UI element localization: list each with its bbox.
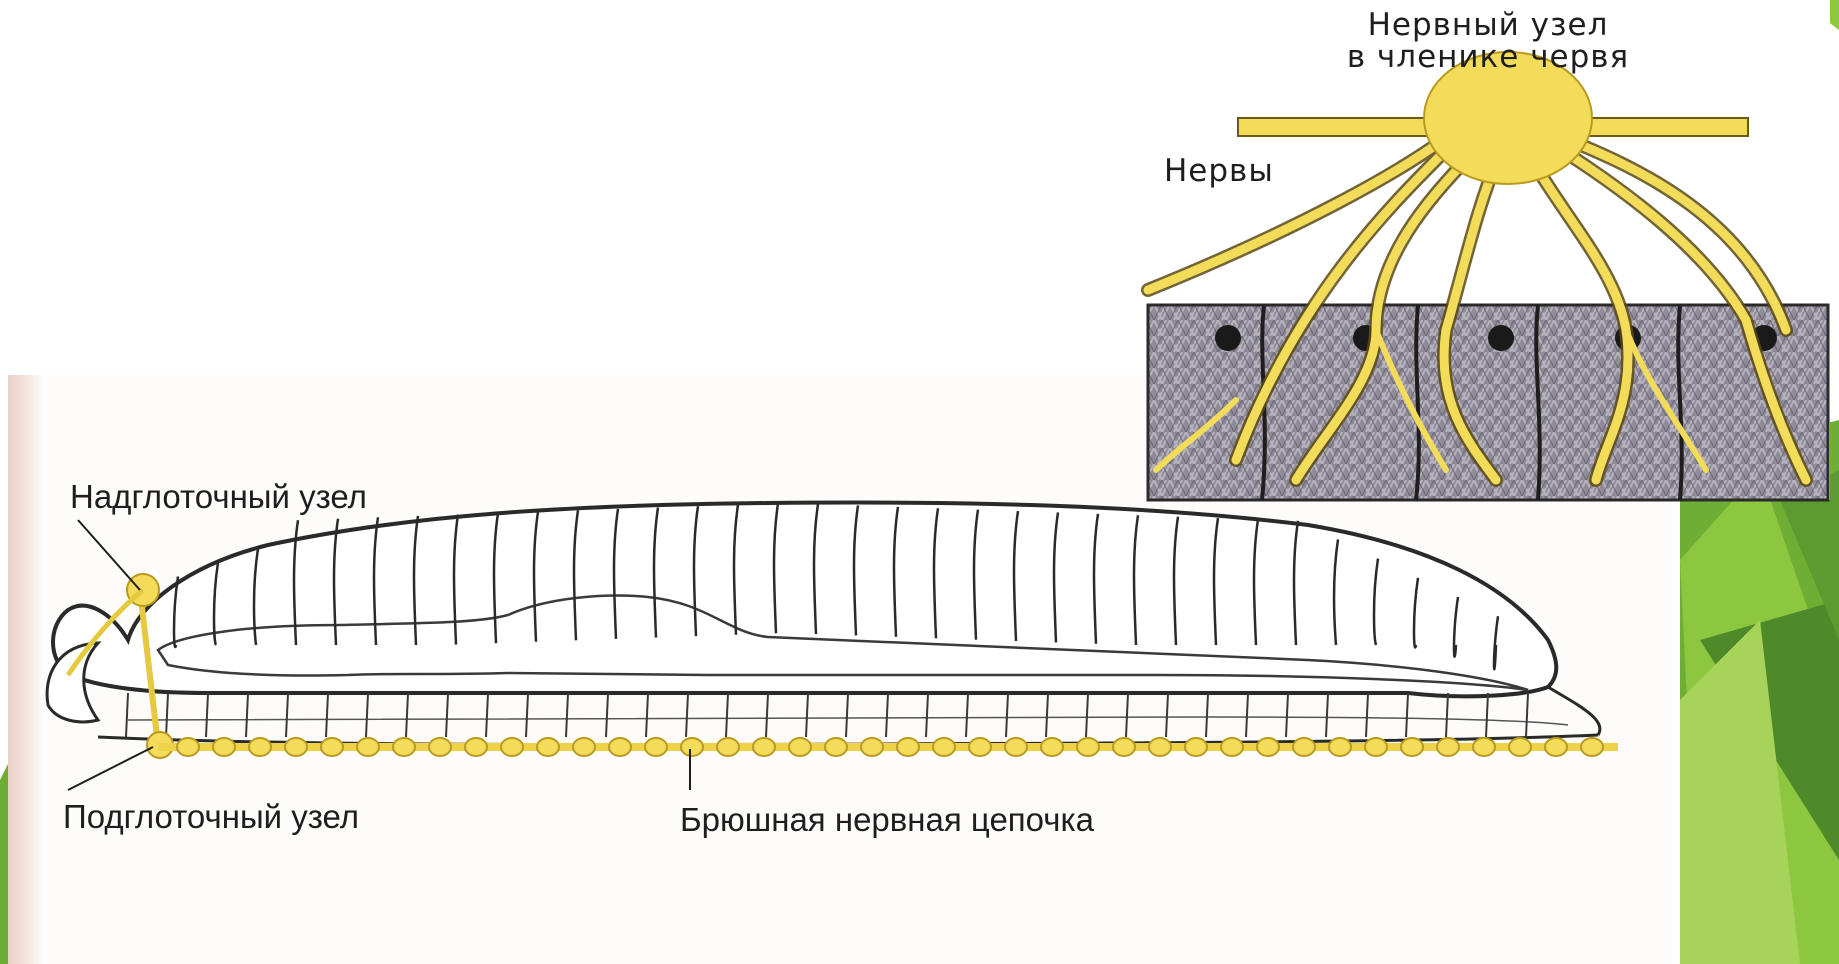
ventral-segment-line [886, 693, 888, 737]
ventral-chain-ganglion [861, 738, 883, 756]
ventral-chain-ganglion [321, 738, 343, 756]
ventral-chain-ganglion [465, 738, 487, 756]
ventral-segment-line [366, 693, 368, 737]
ventral-segment-line [206, 693, 208, 737]
ventral-segment-line [1086, 693, 1088, 737]
body-segments-lower [126, 693, 1528, 737]
ventral-segment-line [1006, 693, 1008, 737]
ventral-segment-line [726, 693, 728, 737]
ventral-chain-ganglion [1581, 738, 1603, 756]
ventral-segment-line [566, 693, 568, 737]
ganglion-title-line-1: Нервный узел [1146, 10, 1830, 41]
ventral-chain-ganglion [357, 738, 379, 756]
leader-line-supraesophageal [78, 520, 140, 590]
ventral-chain-ganglion [393, 738, 415, 756]
leader-line-subesophageal [68, 747, 153, 790]
ventral-segment-line [806, 693, 808, 737]
ventral-segment-line [646, 693, 648, 737]
ventral-segment-line [286, 693, 288, 737]
ventral-chain-ganglion [285, 738, 307, 756]
ventral-chain-ganglion [897, 738, 919, 756]
label-ventral-nerve-chain: Брюшная нервная цепочка [680, 803, 1094, 836]
ventral-segment-line [1286, 693, 1288, 737]
label-supraesophageal-ganglion: Надглоточный узел [70, 480, 367, 513]
ventral-chain-ganglion [1149, 738, 1171, 756]
ventral-chain-ganglion [1509, 738, 1531, 756]
ventral-chain-ganglion [1005, 738, 1027, 756]
ventral-chain-ganglion [1401, 738, 1423, 756]
ventral-chain-ganglion [933, 738, 955, 756]
ventral-chain-ganglion [1545, 738, 1567, 756]
ventral-chain-ganglion [1437, 738, 1459, 756]
ventral-segment-line [966, 693, 968, 737]
ventral-chain-ganglion [537, 738, 559, 756]
ventral-segment-line [486, 693, 488, 737]
cell-nucleus [1215, 325, 1241, 351]
ventral-segment-line [1046, 693, 1048, 737]
ventral-segment-line [326, 693, 328, 737]
ventral-chain-ganglion [753, 738, 775, 756]
ventral-segment-line [406, 693, 408, 737]
ventral-segment-line [1166, 693, 1168, 737]
label-subesophageal-ganglion: Подглоточный узел [63, 800, 359, 833]
ganglion-title-line-2: в членике червя [1146, 42, 1830, 73]
ventral-segment-line [1126, 693, 1128, 737]
ventral-chain-ganglion [177, 738, 199, 756]
ventral-chain-ganglion [429, 738, 451, 756]
ventral-segment-line [166, 693, 168, 737]
ventral-chain-ganglion [1077, 738, 1099, 756]
ventral-chain-ganglion [717, 738, 739, 756]
ventral-segment-line [1446, 693, 1448, 737]
ventral-chain-ganglion [1329, 738, 1351, 756]
ventral-chain-ganglion [609, 738, 631, 756]
ventral-chain-ganglion [213, 738, 235, 756]
ventral-segment-line [446, 693, 448, 737]
ventral-segment-line [1246, 693, 1248, 737]
ventral-chain-ganglion [1293, 738, 1315, 756]
worm-tail [1548, 687, 1600, 735]
ventral-chain-ganglion [1257, 738, 1279, 756]
ventral-chain-ganglion [789, 738, 811, 756]
ventral-chain-ganglion [1365, 738, 1387, 756]
ventral-segment-line [846, 693, 848, 737]
ventral-chain-ganglion [645, 738, 667, 756]
ventral-chain-ganglion [1473, 738, 1495, 756]
ventral-segment-line [1366, 693, 1368, 737]
segment-ganglion-figure: Нервный узел в членике червя Нервы [1146, 0, 1830, 500]
ventral-chain-ganglion [825, 738, 847, 756]
ganglion-drawing [1146, 0, 1830, 500]
ventral-chain-ganglion [1221, 738, 1243, 756]
ventral-segment-line [1406, 693, 1408, 737]
ventral-body-line-inner [128, 717, 1568, 725]
ventral-segment-line [1526, 693, 1528, 737]
ventral-segment-line [246, 693, 248, 737]
ventral-segment-line [606, 693, 608, 737]
ventral-segment-line [1486, 693, 1488, 737]
ventral-chain-ganglion [1185, 738, 1207, 756]
ventral-segment-line [526, 693, 528, 737]
ventral-segment-line [126, 693, 128, 737]
cell-nucleus [1488, 325, 1514, 351]
ventral-segment-line [926, 693, 928, 737]
ventral-chain-ganglion [573, 738, 595, 756]
ventral-chain-ganglion [249, 738, 271, 756]
ventral-segment-line [686, 693, 688, 737]
ventral-segment-line [1326, 693, 1328, 737]
label-nerves: Нервы [1164, 156, 1274, 187]
ventral-segment-line [766, 693, 768, 737]
ventral-chain-ganglion [1113, 738, 1135, 756]
ventral-segment-line [1206, 693, 1208, 737]
ventral-chain-ganglion [1041, 738, 1063, 756]
ventral-chain-ganglion [969, 738, 991, 756]
ventral-chain-ganglion [501, 738, 523, 756]
ventral-chain-ganglion [681, 738, 703, 756]
